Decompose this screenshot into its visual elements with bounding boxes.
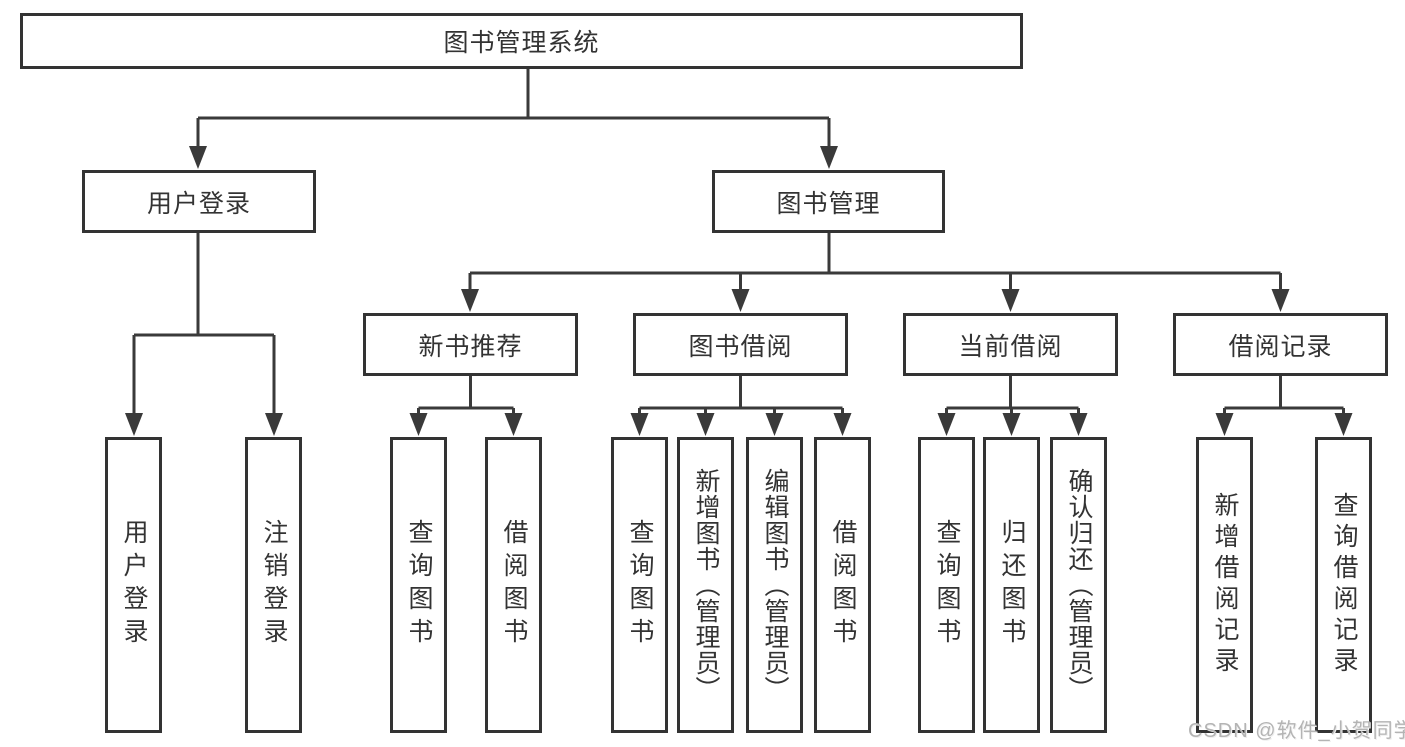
leaf-borrow-books-borrowing: 借阅图书 bbox=[814, 437, 871, 733]
watermark: CSDN @软件_小贺同学 bbox=[1188, 720, 1405, 742]
leaf-return-books: 归还图书 bbox=[983, 437, 1040, 733]
node-book-management: 图书管理 bbox=[712, 170, 945, 233]
leaf-query-borrow-record: 查询借阅记录 bbox=[1315, 437, 1372, 733]
connector-book-management bbox=[468, 233, 1282, 295]
node-new-book-recommend: 新书推荐 bbox=[363, 313, 578, 376]
leaf-add-books-admin: 新增图书（管理员） bbox=[677, 437, 734, 733]
leaf-add-borrow-record: 新增借阅记录 bbox=[1196, 437, 1253, 733]
connector-current-borrowing bbox=[945, 376, 1080, 420]
leaf-query-books-current: 查询图书 bbox=[918, 437, 975, 733]
connector-borrow-records bbox=[1223, 376, 1345, 420]
connector-root bbox=[196, 69, 831, 152]
leaf-edit-books-admin: 编辑图书（管理员） bbox=[746, 437, 803, 733]
leaf-logout: 注销登录 bbox=[245, 437, 302, 733]
node-current-borrowing: 当前借阅 bbox=[903, 313, 1118, 376]
connector-book-borrowing bbox=[638, 376, 844, 420]
leaf-query-books-recommend: 查询图书 bbox=[390, 437, 447, 733]
connector-new-book-recommend bbox=[417, 376, 515, 420]
node-borrow-records: 借阅记录 bbox=[1173, 313, 1388, 376]
node-library-management-system: 图书管理系统 bbox=[20, 13, 1023, 69]
connector-user-login bbox=[132, 233, 276, 420]
leaf-user-login: 用户登录 bbox=[105, 437, 162, 733]
node-user-login: 用户登录 bbox=[82, 170, 316, 233]
node-book-borrowing: 图书借阅 bbox=[633, 313, 848, 376]
leaf-confirm-return-admin: 确认归还（管理员） bbox=[1050, 437, 1107, 733]
leaf-query-books-borrowing: 查询图书 bbox=[611, 437, 668, 733]
leaf-borrow-books-recommend: 借阅图书 bbox=[485, 437, 542, 733]
